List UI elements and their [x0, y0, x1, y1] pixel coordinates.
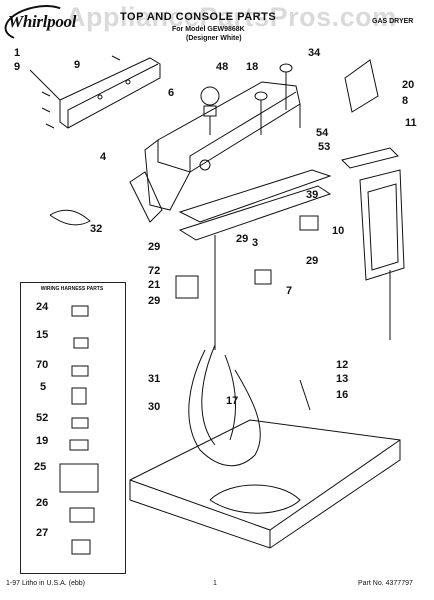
part-callout: 18 [246, 61, 259, 73]
part-callout: 48 [216, 61, 229, 73]
end-cap-part [129, 171, 163, 223]
motor-part [175, 275, 199, 299]
harness-label: 5 [40, 381, 47, 393]
part-callout: 10 [332, 225, 345, 237]
harness-thumb-24 [71, 305, 89, 317]
harness-label: 19 [36, 435, 49, 447]
part-callout: 29 [148, 295, 161, 307]
harness-label: 52 [36, 412, 49, 424]
harness-cable-part [49, 209, 91, 226]
part-callout: 13 [336, 373, 349, 385]
page-number: 1 [213, 580, 217, 587]
watermark: AppliancePartsPros.com [66, 2, 397, 32]
harness-label: 70 [36, 359, 49, 371]
harness-thumb-19 [69, 439, 89, 451]
harness-label: 15 [36, 329, 49, 341]
part-number: Part No. 4377797 [358, 580, 413, 587]
part-callout: 7 [286, 285, 293, 297]
top-rail-part [178, 169, 332, 223]
harness-label: 27 [36, 527, 49, 539]
part-callout: 32 [90, 223, 103, 235]
part-callout: 72 [148, 265, 161, 277]
part-callout: 39 [306, 189, 319, 201]
harness-legend-title: WIRING HARNESS PARTS [40, 286, 104, 292]
part-callout: 6 [168, 87, 175, 99]
part-callout: 29 [236, 233, 249, 245]
part-callout: 11 [405, 117, 417, 129]
part-callout: 29 [148, 241, 161, 253]
page-title: TOP AND CONSOLE PARTS [120, 11, 277, 23]
part-callout: 31 [148, 373, 161, 385]
harness-thumb-5 [71, 387, 87, 405]
part-callout: 20 [402, 79, 415, 91]
part-callout: 12 [336, 359, 349, 371]
harness-thumb-26 [69, 507, 95, 523]
harness-thumb-70 [71, 365, 89, 377]
part-callout: 1 [14, 47, 21, 59]
brand-logo: Whirlpool [8, 12, 77, 31]
part-callout: 21 [148, 279, 161, 291]
thermostat-part [254, 269, 272, 285]
harness-thumb-52 [71, 417, 89, 429]
harness-label: 26 [36, 497, 49, 509]
part-callout: 29 [306, 255, 319, 267]
harness-legend-box [20, 282, 126, 574]
harness-thumb-25 [59, 463, 99, 493]
rear-panel-part [59, 57, 161, 129]
switch-part [299, 215, 319, 231]
part-callout: 17 [226, 395, 239, 407]
hinge-bracket-part [344, 59, 379, 113]
part-callout: 30 [148, 401, 161, 413]
part-callout: 3 [252, 237, 259, 249]
part-callout: 4 [100, 151, 107, 163]
top-panel-part [129, 419, 401, 549]
part-callout: 54 [316, 127, 329, 139]
wiring-bundle-part [188, 349, 261, 467]
product-type: GAS DRYER [372, 18, 414, 25]
lint-housing-part [359, 169, 405, 281]
model-subtitle: For Model GEW9868K [172, 26, 245, 33]
part-callout: 16 [336, 389, 349, 401]
part-callout: 34 [308, 47, 321, 59]
part-callout: 53 [318, 141, 331, 153]
color-subtitle: (Designer White) [186, 35, 242, 42]
harness-thumb-27 [71, 539, 91, 555]
harness-label: 24 [36, 301, 49, 313]
lint-screen-part [341, 147, 399, 169]
timer-part [200, 86, 220, 106]
harness-thumb-15 [73, 337, 89, 349]
part-callout: 8 [402, 95, 409, 107]
part-callout: 9 [14, 61, 21, 73]
screw-part [41, 55, 121, 129]
harness-label: 25 [34, 461, 47, 473]
part-callout: 9 [74, 59, 81, 71]
print-note: 1-97 Litho in U.S.A. (ebb) [6, 580, 85, 587]
